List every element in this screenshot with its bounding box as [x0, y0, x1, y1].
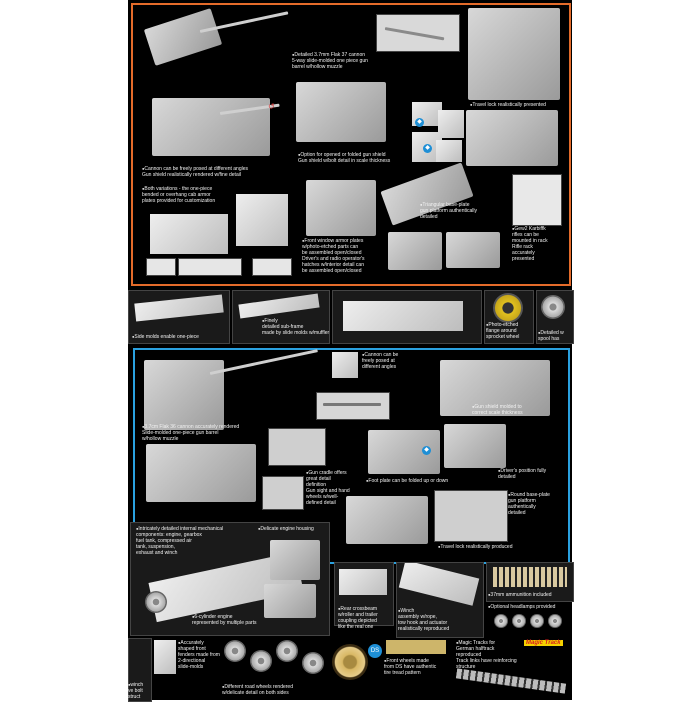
- travel-lock-closeup: [466, 110, 558, 166]
- caption-sprocket: Photo-etched flange around sprocket whee…: [486, 322, 534, 340]
- caption-ammunition: 37mm ammunition included: [488, 592, 572, 598]
- rotate-arrow-icon: ↺: [268, 102, 275, 111]
- caption-flak37: Detailed 3.7mm Flak 37 cannon 5-way slid…: [292, 52, 402, 70]
- road-wheel-1: [224, 640, 246, 662]
- caption-internal-mechanics: Intricately detailed internal mechanical…: [136, 526, 256, 556]
- caption-cannon-angles: Cannon can be freely posed at different …: [142, 166, 272, 178]
- headlamp-4: [548, 614, 562, 628]
- caption-engine-housing: Delicate engine housing: [258, 526, 328, 532]
- armor-plate-part-2: [178, 258, 242, 276]
- caption-engine: 6-cylinder engine represented by multipl…: [192, 614, 282, 626]
- shield-part-d: [436, 140, 462, 162]
- caption-front-window: Front window armor plates w/photo-etched…: [302, 238, 412, 274]
- muzzle-detail-inset: [376, 14, 460, 52]
- armor-plate-part-1: [146, 258, 176, 276]
- ds-badge: DS: [368, 644, 382, 658]
- cab-armor-bended: [150, 214, 228, 254]
- gun-sight-inset: [262, 476, 304, 510]
- ds-icon-2: ◆: [423, 144, 432, 153]
- armor-plate-part-3: [252, 258, 292, 276]
- barrel-inset: [316, 392, 390, 420]
- caption-travel-lock-mid: Travel lock realistically produced: [438, 544, 548, 550]
- headlamp-1: [494, 614, 508, 628]
- round-base-inset: [434, 490, 508, 542]
- tire-tread-strip: [386, 640, 446, 654]
- caption-magic-tracks: Magic Tracks for German halftrack reprod…: [456, 640, 526, 670]
- ds-icon-3: ◆: [422, 446, 431, 455]
- caption-armor-plates: Both variations - the one-piece bended o…: [142, 186, 242, 204]
- caption-driver-position: Driver's position fully detailed: [498, 468, 564, 480]
- strip-tile-chassis: [332, 290, 482, 344]
- caption-shield-thickness: Gun shield molded to correct scale thick…: [472, 404, 562, 416]
- caption-shield-options: Option for opened or folded gun shield G…: [298, 152, 413, 164]
- cab-armor-overhang: [236, 194, 288, 246]
- caption-front-wheels: Front wheels made from DS have authentic…: [384, 658, 456, 676]
- magic-track-logo: Magic Track: [524, 640, 563, 646]
- cannon-part-inset: [332, 352, 358, 378]
- caption-flak36: 3.7cm Flak 36 cannon accurately rendered…: [142, 424, 272, 442]
- caption-winch: Winch assembly w/rope, tow hook and actu…: [398, 608, 482, 632]
- gun-cradle-render: [146, 444, 256, 502]
- caption-front-fenders: Accurately shaped front fenders made fro…: [154, 640, 240, 670]
- road-wheel-4: [302, 652, 324, 674]
- shield-part-b: [438, 110, 464, 138]
- caption-headlamps: Optional headlamps provided: [488, 604, 572, 610]
- gun-cradle-inset: [268, 428, 326, 466]
- front-wheel-render: [332, 644, 368, 680]
- caption-rifle-rack: Gew2 Karbiffk rifles can be mounted in r…: [512, 226, 568, 262]
- base-plate-part-1: [388, 232, 442, 270]
- caption-side-molds: Side molds enable one-piece: [132, 334, 232, 340]
- caption-travel-lock: Travel lock realistically presented: [470, 102, 565, 108]
- caption-triangular-base: Triangular base-plate gun platform authe…: [420, 202, 500, 220]
- caption-road-wheels: Different road wheels rendered w/delicat…: [222, 684, 332, 696]
- headlamp-3: [530, 614, 544, 628]
- ds-icon: ◆: [415, 118, 424, 127]
- opened-shield-render: [296, 82, 386, 142]
- top-feature-panel: [131, 3, 571, 286]
- caption-gun-cradle: Gun cradle offers great detail definitio…: [306, 470, 366, 506]
- headlamp-2: [512, 614, 526, 628]
- engine-housing-render: [270, 540, 320, 580]
- engine-render: [264, 584, 316, 618]
- caption-winch-fragment: winch ve bolt struct: [128, 682, 150, 700]
- caption-cannon-angles-mid: Cannon can be freely posed at different …: [362, 352, 432, 370]
- caption-foot-plate: Foot plate can be folded up or down: [366, 478, 476, 484]
- base-plate-part-2: [446, 232, 500, 268]
- round-base-render: [346, 496, 428, 544]
- caption-spool: Detailed w spool has: [538, 330, 572, 342]
- caption-rear-crossbeam: Rear crossbeam w/roller and trailer coup…: [338, 606, 398, 630]
- road-wheel-2: [250, 650, 272, 672]
- caption-round-base: Round base-plate gun platform authentica…: [508, 492, 568, 516]
- caption-sub-frame: Finely detailed sub-frame made by slide …: [262, 318, 330, 336]
- front-window-render: [306, 180, 376, 236]
- road-wheel-3: [276, 640, 298, 662]
- rifle-rack-render: [512, 174, 562, 226]
- driver-position-render: [444, 424, 506, 468]
- travel-lock-render: [468, 8, 560, 100]
